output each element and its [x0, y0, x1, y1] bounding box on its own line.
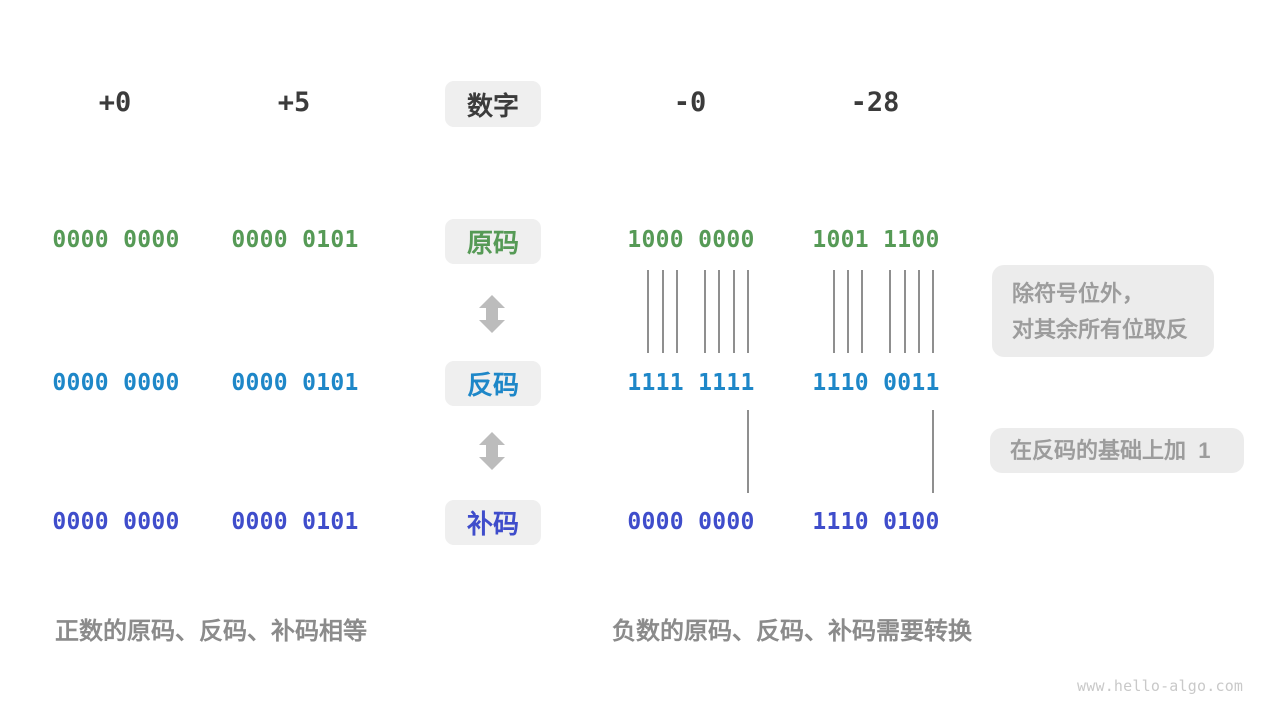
twos-complement-label-box: 补码	[445, 500, 541, 545]
positive-numbers-caption: 正数的原码、反码、补码相等	[55, 618, 367, 645]
sign-magnitude-value: 1000 0000	[627, 227, 755, 253]
bit-connector-line	[662, 270, 664, 353]
updown-arrow-icon	[479, 295, 505, 333]
decimal-value-pos-zero: +0	[98, 87, 132, 118]
bit-connector-line	[889, 270, 891, 353]
ones-complement-label-box: 反码	[445, 361, 541, 406]
invert-bits-annotation-line1: 除符号位外，	[1012, 281, 1145, 306]
bit-connector-line	[847, 270, 849, 353]
add-one-annotation: 在反码的基础上加 1	[990, 428, 1244, 473]
sign-magnitude-label-box: 原码	[445, 219, 541, 264]
twos-complement-label: 补码	[466, 509, 519, 539]
number-label-box: 数字	[445, 81, 541, 127]
bit-connector-line	[861, 270, 863, 353]
bit-connector-line	[833, 270, 835, 353]
bit-connector-line	[747, 410, 749, 493]
decimal-value-neg-28: -28	[850, 87, 900, 118]
bit-connector-line	[704, 270, 706, 353]
updown-arrow-icon	[479, 432, 505, 470]
ones-complement-value: 1111 1111	[627, 370, 755, 396]
bit-connector-line	[918, 270, 920, 353]
twos-complement-value: 1110 0100	[812, 509, 940, 535]
bit-connector-line	[747, 270, 749, 353]
negative-numbers-caption: 负数的原码、反码、补码需要转换	[612, 618, 972, 645]
twos-complement-value: 0000 0000	[627, 509, 755, 535]
bit-connector-line	[733, 270, 735, 353]
ones-complement-value: 0000 0101	[231, 370, 359, 396]
decimal-value-neg-zero: -0	[673, 87, 707, 118]
bit-connector-line	[932, 270, 934, 353]
bit-connector-line	[718, 270, 720, 353]
twos-complement-value: 0000 0000	[52, 509, 180, 535]
sign-magnitude-value: 0000 0000	[52, 227, 180, 253]
bit-connector-line	[904, 270, 906, 353]
sign-magnitude-value: 0000 0101	[231, 227, 359, 253]
twos-complement-value: 0000 0101	[231, 509, 359, 535]
bit-connector-line	[676, 270, 678, 353]
ones-complement-value: 1110 0011	[812, 370, 940, 396]
invert-bits-annotation: 除符号位外， 对其余所有位取反	[992, 265, 1214, 357]
watermark: www.hello-algo.com	[1077, 677, 1244, 695]
bit-connector-line	[647, 270, 649, 353]
bit-connector-line	[932, 410, 934, 493]
ones-complement-value: 0000 0000	[52, 370, 180, 396]
decimal-value-pos-five: +5	[277, 87, 311, 118]
sign-magnitude-value: 1001 1100	[812, 227, 940, 253]
invert-bits-annotation-line2: 对其余所有位取反	[1012, 317, 1189, 342]
add-one-annotation-text: 在反码的基础上加 1	[1010, 437, 1211, 463]
ones-complement-label: 反码	[466, 370, 519, 400]
number-label: 数字	[466, 90, 519, 121]
sign-magnitude-label: 原码	[466, 228, 519, 258]
